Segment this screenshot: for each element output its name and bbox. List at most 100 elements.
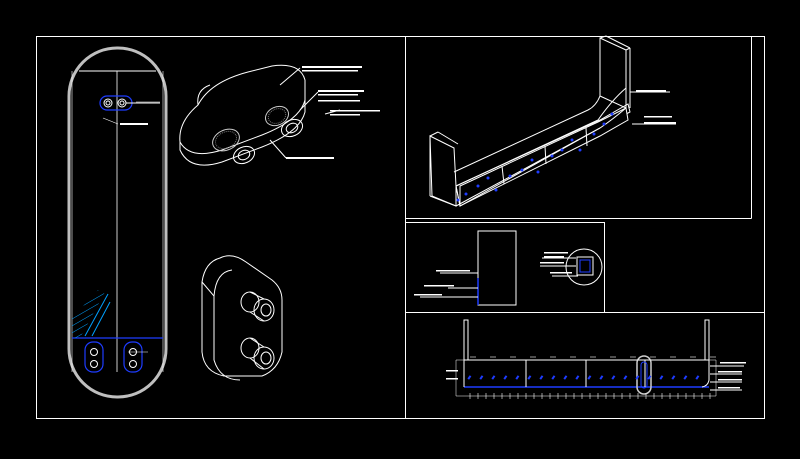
bottom-fitting-left-hole-top bbox=[90, 348, 98, 356]
fitting-top-label-bar bbox=[330, 110, 380, 112]
trough-left-end-edge bbox=[429, 131, 439, 137]
fitting-top-nozzle-right-inner bbox=[285, 122, 299, 134]
fitting-bottom-side bbox=[201, 281, 241, 381]
trough-label-bar bbox=[644, 122, 676, 124]
hatch-mark bbox=[647, 375, 652, 380]
trough-right-end-edge bbox=[599, 35, 607, 39]
elevation-slot-inner bbox=[640, 361, 648, 389]
hatch-dot bbox=[560, 148, 564, 152]
hatch-dot bbox=[464, 192, 468, 196]
trough-right-end-edge bbox=[625, 47, 631, 51]
fitting-top-label-bar bbox=[286, 157, 334, 159]
detail-label-bar bbox=[544, 256, 564, 258]
hatch-mark bbox=[695, 375, 700, 380]
hatch-mark bbox=[575, 375, 580, 380]
trough-hatch-marks bbox=[456, 112, 614, 202]
trough-left-end-wall bbox=[429, 135, 457, 207]
fitting-top-body bbox=[179, 64, 306, 155]
isometric-fitting-bottom-view bbox=[201, 255, 283, 381]
hatch-mark bbox=[527, 375, 532, 380]
fitting-bottom-top-edge bbox=[213, 269, 233, 297]
hatch-mark bbox=[599, 375, 604, 380]
fitting-top-label-bar bbox=[302, 70, 358, 72]
trough-inner-curve bbox=[453, 95, 601, 173]
front-elevation-view bbox=[67, 46, 168, 399]
hatch-mark bbox=[491, 375, 496, 380]
trough-divider bbox=[585, 127, 588, 147]
hatch-dot bbox=[456, 198, 460, 202]
fitting-top-edge bbox=[197, 84, 211, 106]
fitting-top-boss-left-speckle bbox=[214, 130, 238, 150]
fitting-top-leader bbox=[279, 67, 301, 86]
hatch-mark bbox=[683, 375, 688, 380]
trough-bottom-fill bbox=[459, 107, 629, 207]
fitting-bottom-nozzle-2-edge bbox=[249, 357, 265, 370]
hatch-mark bbox=[671, 375, 676, 380]
section-label-bar bbox=[436, 270, 470, 272]
hatch-mark bbox=[635, 375, 640, 380]
fitting-bottom-nozzle-2-base bbox=[240, 337, 260, 359]
hatch-dot bbox=[570, 138, 574, 142]
elevation-label-bar bbox=[446, 370, 458, 372]
hatch-line bbox=[84, 293, 109, 337]
fitting-top-leader bbox=[299, 91, 319, 111]
hatch-dot bbox=[486, 176, 490, 180]
hatch-dot bbox=[578, 148, 582, 152]
detail-circle bbox=[565, 248, 603, 286]
top-fitting-hole-right bbox=[117, 98, 127, 108]
elevation-tick-marks bbox=[469, 356, 716, 399]
label-leader bbox=[102, 117, 119, 125]
fitting-bottom-nozzle-1-edge bbox=[249, 311, 265, 322]
section-label-bar bbox=[414, 294, 442, 296]
bottom-fitting-right-hole-bottom bbox=[129, 360, 137, 368]
elevation-highlighted-slot bbox=[636, 355, 652, 395]
hatch-line bbox=[91, 301, 111, 337]
hatch-mark bbox=[551, 375, 556, 380]
top-fitting-hole-left-inner bbox=[105, 100, 111, 106]
elevation-left-post bbox=[463, 319, 469, 361]
hatch-dot bbox=[592, 132, 596, 136]
hatch-dot bbox=[602, 122, 606, 126]
bottom-fitting-right bbox=[123, 341, 143, 373]
top-fitting-hole-right-inner bbox=[119, 100, 125, 106]
elevation-label-bar bbox=[720, 362, 746, 364]
hatch-mark bbox=[515, 375, 520, 380]
hatch-dot bbox=[520, 168, 524, 172]
bottom-fitting-left-hole-bottom bbox=[90, 360, 98, 368]
isometric-trough-view bbox=[429, 35, 676, 207]
detail-circle-part bbox=[579, 259, 591, 273]
trough-divider bbox=[544, 145, 547, 165]
hatch-dot bbox=[610, 112, 614, 116]
top-fitting-hole-left bbox=[103, 98, 113, 108]
detail-label-bar bbox=[544, 252, 568, 254]
hatch-dot bbox=[550, 154, 554, 158]
trough-bottom-edge bbox=[455, 127, 601, 207]
fitting-top-label-bar bbox=[302, 66, 362, 68]
hatch-mark bbox=[563, 375, 568, 380]
fitting-top-nozzle-right-outer bbox=[280, 118, 304, 138]
elevation-right-edge bbox=[701, 360, 710, 388]
fitting-top-leader bbox=[269, 139, 287, 159]
fitting-top-front-face bbox=[179, 100, 306, 166]
elevation-right-post bbox=[704, 319, 710, 361]
fitting-top-label-bar bbox=[318, 100, 360, 102]
detail-label-bar bbox=[540, 262, 564, 264]
fitting-top-nozzle-left-inner bbox=[237, 149, 251, 161]
fitting-bottom-body bbox=[201, 255, 283, 377]
outer-border-frame bbox=[36, 36, 765, 419]
fitting-top-boss-left bbox=[212, 128, 240, 152]
elevation-label-bar bbox=[718, 371, 742, 373]
hatch-mark bbox=[503, 375, 508, 380]
fitting-top-label-bar bbox=[318, 94, 358, 96]
section-detail-view bbox=[414, 230, 603, 306]
hatch-dot bbox=[530, 158, 534, 162]
trough-label-bar bbox=[644, 116, 672, 118]
hatch-dot bbox=[508, 174, 512, 178]
section-panel-border bbox=[405, 222, 605, 313]
hatch-dot bbox=[494, 188, 498, 192]
section-block bbox=[477, 230, 517, 306]
hatch-area bbox=[72, 290, 106, 338]
hatch-mark bbox=[479, 375, 484, 380]
